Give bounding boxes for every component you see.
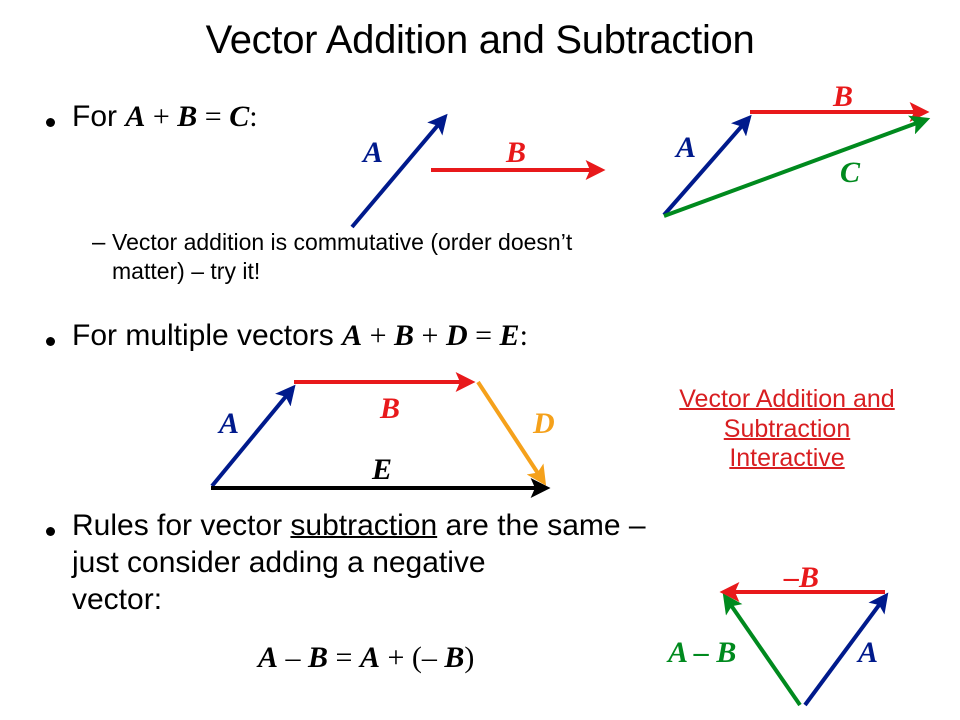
bullet-three-line-3: vector: [72, 583, 163, 616]
equation2-equals: = [467, 319, 500, 352]
label-vector-a-separate: A [363, 136, 384, 169]
bottom-eq-a: A [258, 641, 279, 674]
sub-bullet-line-1: Vector addition is commutative (order do… [112, 229, 573, 255]
bullet-one-text: For A + B = C: [72, 100, 258, 134]
label-vector-d-trapezoid: D [533, 407, 555, 440]
bottom-equation: A – B = A + (– B) [258, 641, 474, 675]
bullet-marker-1 [46, 118, 55, 127]
equation2-term-e: E [499, 319, 520, 352]
bottom-eq-a2: A [359, 641, 380, 674]
label-vector-a-triangle: A [676, 131, 697, 164]
bottom-eq-plus: + (– [379, 641, 445, 674]
hyperlink-line-2[interactable]: Subtraction [723, 414, 851, 443]
label-vector-b-trapezoid: B [380, 392, 401, 425]
equation-term-c: C [229, 100, 250, 133]
arrow-vector-a-minus-b [722, 593, 802, 707]
page-title: Vector Addition and Subtraction [205, 18, 755, 62]
bullet-three-pre: Rules for vector [72, 509, 291, 542]
hyperlink-line-1[interactable]: Vector Addition and [679, 385, 895, 413]
equation-plus: + [145, 100, 178, 133]
label-vector-b-separate: B [506, 136, 527, 169]
bullet-marker-3 [46, 527, 55, 536]
bottom-eq-b2: B [444, 641, 465, 674]
subtraction-underlined-word: subtraction [290, 509, 438, 542]
label-vector-a-subtraction: A [858, 636, 879, 669]
bottom-eq-equals: = [328, 641, 360, 674]
label-vector-e-trapezoid: E [372, 453, 393, 486]
label-vector-negative-b: –B [784, 561, 820, 594]
sub-bullet-marker: – [92, 229, 106, 256]
interactive-hyperlink[interactable]: Vector Addition and Subtraction Interact… [628, 385, 946, 474]
arrow-vector-c-triangle [663, 115, 931, 218]
equation-colon: : [249, 100, 258, 133]
equation-equals: = [197, 100, 230, 133]
bullet-two-lead: For multiple vectors [72, 319, 343, 352]
bullet-three-post: are the same – [437, 509, 646, 542]
bottom-eq-minus: – [278, 641, 309, 674]
bullet-one-lead: For [72, 100, 126, 133]
equation2-plus-1: + [362, 319, 395, 352]
arrow-vector-a-separate [350, 113, 448, 229]
bullet-three-line-1: Rules for vector subtraction are the sam… [72, 509, 646, 543]
hyperlink-line-3[interactable]: Interactive [729, 444, 845, 472]
equation-term-a: A [125, 100, 146, 133]
bullet-three-line-2: just consider adding a negative [72, 546, 486, 579]
bullet-two-text: For multiple vectors A + B + D = E: [72, 319, 528, 353]
label-vector-b-triangle: B [833, 80, 854, 113]
equation2-plus-2: + [414, 319, 446, 352]
equation2-term-b: B [394, 319, 415, 352]
bottom-eq-b: B [308, 641, 329, 674]
equation2-term-a: A [342, 319, 363, 352]
equation2-colon: : [519, 319, 528, 352]
label-vector-c-triangle: C [840, 156, 861, 189]
bottom-eq-close: ) [464, 641, 475, 674]
sub-bullet-line-2: matter) – try it! [112, 258, 261, 284]
bullet-marker-2 [46, 337, 55, 346]
equation-term-b: B [177, 100, 198, 133]
equation2-term-d: D [445, 319, 468, 352]
label-vector-a-trapezoid: A [219, 407, 240, 440]
label-vector-a-minus-b: A – B [668, 636, 737, 669]
